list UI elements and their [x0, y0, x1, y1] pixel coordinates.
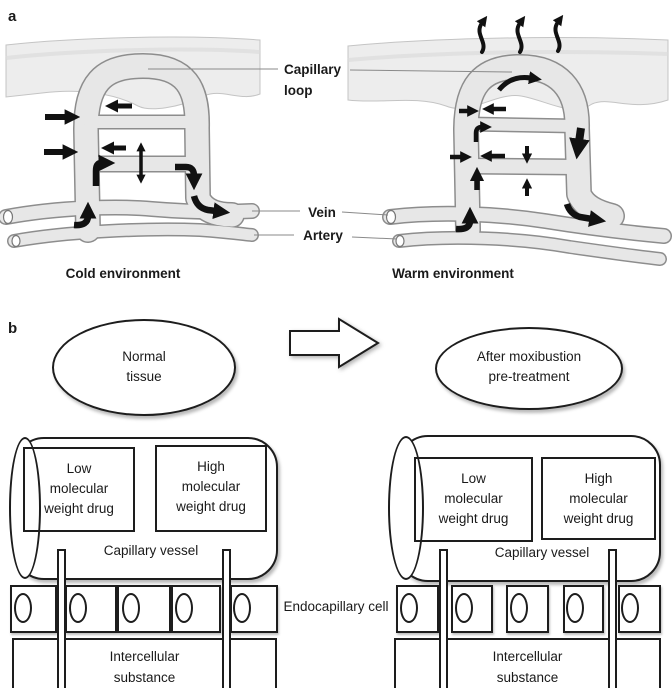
- panel-b-marker: b: [8, 320, 18, 337]
- low-molecular-drug-box: Low molecular weight drug: [414, 457, 533, 542]
- cold-flow-arrows: [44, 99, 231, 229]
- cell-nucleus: [621, 593, 639, 623]
- low-molecular-drug-label: Low molecular weight drug: [438, 471, 509, 526]
- after-moxibustion-label: After moxibustion pre-treatment: [476, 349, 582, 384]
- transport-channel-bar: [222, 549, 231, 688]
- cold-environment-caption: Cold environment: [65, 266, 181, 281]
- high-molecular-drug-label: High molecular weight drug: [176, 459, 246, 514]
- cell-nucleus: [233, 593, 251, 623]
- intercellular-substance-box: Intercellular substance: [394, 638, 661, 688]
- low-molecular-drug-label: Low molecular weight drug: [44, 461, 114, 516]
- intercellular-substance-box: Intercellular substance: [12, 638, 277, 688]
- vein-open-end: [385, 209, 397, 225]
- transport-channel-bar: [57, 549, 66, 688]
- cell-nucleus: [69, 593, 87, 623]
- high-molecular-drug-label: High molecular weight drug: [563, 471, 634, 526]
- cell-nucleus: [400, 593, 418, 623]
- low-molecular-drug-box: Low molecular weight drug: [23, 447, 135, 532]
- warm-flow-arrows: [450, 71, 607, 233]
- cell-nucleus: [455, 593, 473, 623]
- capillary-loop-label: Capillary loop: [284, 62, 342, 98]
- cell-nucleus: [510, 593, 528, 623]
- normal-tissue-ellipse: Normal tissue: [52, 319, 236, 416]
- artery-open-end: [11, 234, 21, 248]
- cell-nucleus: [175, 593, 193, 623]
- capillary-vessel-label: Capillary vessel: [103, 543, 199, 558]
- transport-channel-bar: [439, 549, 448, 688]
- leader-lines: [148, 68, 513, 240]
- transport-channel-bar: [608, 549, 617, 688]
- cylinder-end-cap: [388, 436, 424, 580]
- vein-open-end: [2, 209, 14, 225]
- endocapillary-cell-label: Endocapillary cell: [283, 599, 389, 614]
- heat-arrows: [476, 14, 564, 54]
- cell-nucleus: [14, 593, 32, 623]
- intercellular-substance-label: Intercellular substance: [109, 649, 180, 685]
- normal-tissue-label: Normal tissue: [122, 349, 166, 384]
- high-molecular-drug-box: High molecular weight drug: [541, 457, 656, 540]
- cell-nucleus: [122, 593, 140, 623]
- endocapillary-cell: [618, 585, 661, 633]
- high-molecular-drug-box: High molecular weight drug: [155, 445, 267, 532]
- warm-capillary-drawing: [382, 54, 672, 266]
- cell-nucleus: [566, 593, 584, 623]
- capillary-vessel-label: Capillary vessel: [494, 545, 590, 560]
- warm-environment-caption: Warm environment: [392, 266, 514, 281]
- artery-label: Artery: [303, 228, 343, 243]
- intercellular-substance-label: Intercellular substance: [492, 649, 563, 685]
- panel-a-marker: a: [8, 8, 17, 25]
- right-block-arrow: [289, 317, 380, 369]
- after-moxibustion-ellipse: After moxibustion pre-treatment: [435, 327, 623, 410]
- vein-label: Vein: [308, 205, 336, 220]
- artery-open-end: [395, 234, 405, 248]
- capillary-loop-illustration: [0, 14, 672, 266]
- cylinder-end-cap: [9, 437, 41, 579]
